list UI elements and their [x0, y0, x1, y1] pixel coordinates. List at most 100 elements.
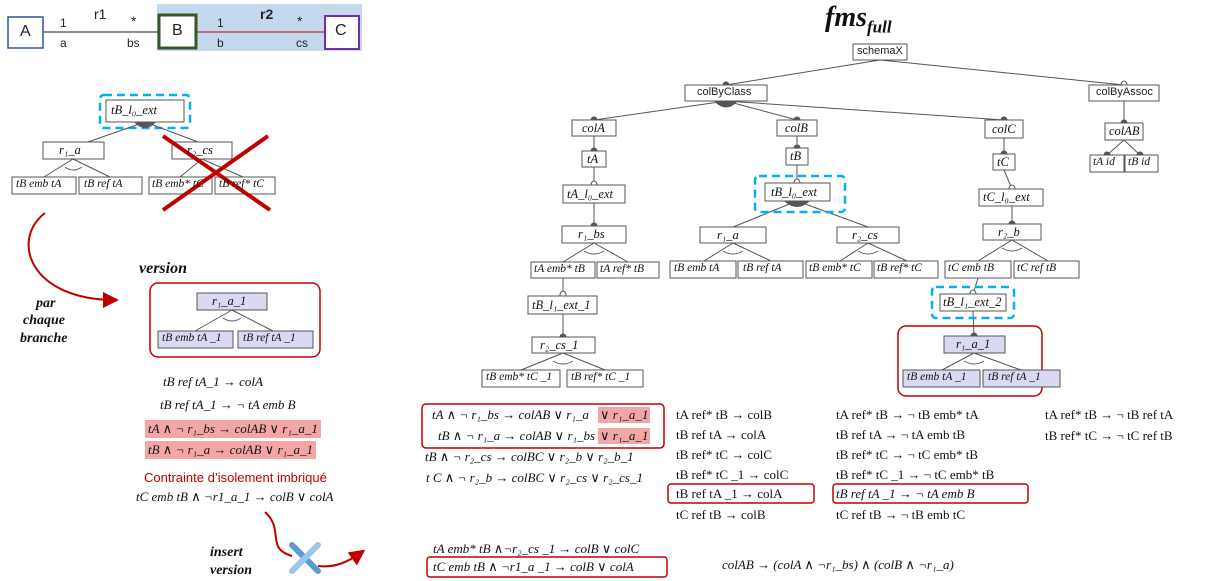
fms-schema: schemaX	[857, 45, 903, 57]
left-formula-2: tB ref tA_1 → ¬ tA emb B	[160, 397, 296, 412]
fms-r2cs: r₂_cs	[852, 228, 878, 242]
version-leaf2-label: tB ref tA _1	[243, 332, 296, 344]
left-root-label: tB_l₀_ext	[111, 103, 157, 117]
formula-col1-1: tA ∧ ¬ r₁_bs → colAB ∨ r₁_a	[432, 407, 589, 422]
fms-tB: tB	[790, 149, 802, 163]
class-b-label: B	[172, 22, 183, 39]
insert-arrow-in	[264, 511, 293, 557]
fms-tB-ext: tB_l₀_ext	[771, 185, 817, 199]
fms-title-sub: full	[867, 17, 892, 37]
cross-out-line-2	[161, 134, 270, 212]
formula-col3-2: tB ref tA → ¬ tA emb tB	[836, 427, 966, 442]
formula-col1-1-hl: ∨ r₁_a_1	[598, 407, 651, 423]
edge	[87, 121, 146, 143]
fms-version-leaf2-label: tB ref tA _1	[988, 371, 1041, 383]
insert-icon	[289, 542, 321, 574]
fms-colA: colA	[582, 121, 605, 135]
insert-label: insert	[210, 545, 243, 560]
formula-box-2	[667, 483, 815, 504]
left-leaf1	[11, 176, 77, 195]
fms-tB-emb-tC1: tB emb* tC _1	[486, 371, 553, 383]
fms-tAid: tA id	[1093, 156, 1115, 168]
fms-r1a: r₁_a	[717, 228, 739, 242]
r2-role-left: b	[217, 36, 224, 50]
par-label: par	[36, 296, 56, 311]
formula-box-1	[421, 403, 665, 449]
class-a-label: A	[20, 23, 31, 40]
fms-tB-ext2: tB_l₁_ext_2	[943, 295, 1002, 309]
left-leaf2	[78, 176, 143, 195]
version-leaf1-label: tB emb tA _1	[162, 332, 222, 344]
fms-tBid: tB id	[1128, 156, 1151, 168]
fms-edges	[520, 59, 1141, 371]
r2-mult-right: *	[297, 13, 303, 29]
branche-label: branche	[20, 331, 68, 346]
r1-mult-left: 1	[60, 16, 67, 30]
formula-col1-3: tB ∧ ¬ r₂_cs → colBC ∨ r₂_b ∨ r₂_b_1	[425, 449, 634, 464]
fms-node-boxes	[481, 43, 1160, 388]
formula-col4-1: tA ref* tB → ¬ tB ref tA	[1045, 407, 1174, 422]
version-leaf1	[157, 330, 234, 349]
fms-version-leaf1	[902, 369, 981, 388]
fms-tC: tC	[997, 155, 1009, 169]
version-root-label: r₁_a_1	[212, 294, 247, 308]
fms-tB-ext1: tB_l₁_ext_1	[532, 298, 591, 312]
formula-col2-3: tB ref* tC → colC	[676, 447, 773, 462]
r2-role-right: cs	[296, 36, 308, 50]
r1-role-left: a	[60, 36, 67, 50]
xor-arc	[222, 317, 242, 322]
fms-tB-emb-tC: tB emb* tC	[809, 262, 861, 274]
formula-col2-1: tA ref* tB → colB	[676, 407, 773, 422]
fms-tA-emb-tB: tA emb* tB	[534, 263, 585, 275]
xor-arc	[64, 166, 83, 171]
left-formula-5: tC emb tB ∧ ¬r1_a_1 → colB ∨ colA	[136, 489, 334, 504]
formula-col2-4: tB ref* tC _1 → colC	[676, 467, 789, 482]
isolation-title: Contrainte d’isolement imbriqué	[144, 470, 327, 485]
left-leaf1-label: tB emb tA	[16, 178, 62, 190]
left-r1a-label: r₁_a	[59, 143, 81, 157]
fms-colByAssoc: colByAssoc	[1096, 86, 1153, 98]
insert-arrow-out	[317, 549, 366, 568]
class-a-box	[7, 16, 44, 49]
r1-name: r1	[94, 6, 107, 22]
formula-col3-4: tB ref* tC _1 → ¬ tC emb* tB	[836, 467, 995, 482]
class-c-label: C	[335, 22, 347, 39]
fms-tA-ext: tA_l₀_ext	[567, 187, 613, 201]
fms-tB-emb-tA: tB emb tA	[674, 262, 720, 274]
formula-col3-5: tB ref tA _1 → ¬ tA emb B	[836, 486, 975, 501]
class-c-box	[324, 15, 360, 50]
fms-tC-ext: tC_l₀_ext	[983, 190, 1030, 204]
edge	[43, 158, 74, 178]
fms-tA: tA	[587, 152, 599, 166]
formula-col2-5: tB ref tA _1 → colA	[676, 486, 783, 501]
r1-mult-right: *	[131, 13, 137, 29]
alt-arc	[134, 122, 156, 128]
fms-colByClass: colByClass	[697, 86, 752, 98]
version-label: version	[210, 563, 252, 578]
formula-col2-6: tC ref tB → colB	[676, 507, 766, 522]
fms-tC-ref-tB: tC ref tB	[1017, 262, 1057, 274]
fms-version-leaf2	[982, 369, 1061, 388]
formula-col1-4: t C ∧ ¬ r₂_b → colBC ∨ r₂_cs ∨ r₂_cs_1	[426, 470, 643, 485]
fms-tB-ref-tA: tB ref tA	[743, 262, 782, 274]
fms-tB-ext2-dashed	[930, 285, 1016, 320]
version-leaf2	[237, 330, 314, 349]
edge	[231, 309, 274, 332]
par-chaque-arrow	[27, 212, 119, 308]
formula-col1-2-hl: ∨ r₁_a_1	[598, 428, 651, 444]
left-formula-4: tB ∧ ¬ r₁_a → colAB ∨ r₁_a_1	[145, 441, 317, 459]
fms-colAB: colAB	[1109, 124, 1140, 138]
edge	[72, 158, 111, 178]
fms-title: fmsfull	[825, 2, 892, 38]
left-leaf4-label: tB ref* tC	[219, 178, 264, 190]
fms-version-leaf1-label: tB emb tA _1	[907, 371, 967, 383]
fms-version-root-label: r₁_a_1	[956, 337, 991, 351]
r1-role-right: bs	[127, 36, 140, 50]
left-leaf2-label: tB ref tA	[84, 178, 123, 190]
r2-mult-left: 1	[217, 16, 224, 30]
edge	[194, 309, 233, 332]
left-formula-1: tB ref tA_1 → colA	[163, 374, 263, 389]
bottom-formula-2: tC emb tB ∧ ¬r1_a _1 → colB ∨ colA	[433, 559, 634, 574]
formula-col3-1: tA ref* tB → ¬ tB emb* tA	[836, 407, 979, 422]
